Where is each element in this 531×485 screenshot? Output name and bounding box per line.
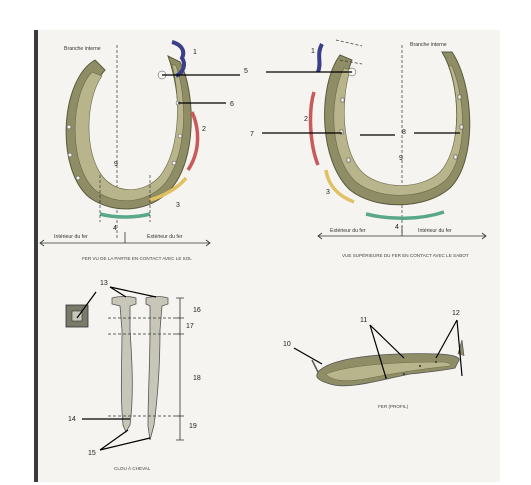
marker-yellow bbox=[149, 176, 188, 202]
leader-13-b bbox=[109, 286, 157, 298]
label-inner: Intérieur du fer bbox=[54, 234, 88, 240]
marker-teal bbox=[365, 210, 445, 221]
callout-9: 9 bbox=[399, 155, 403, 162]
measure-ticks bbox=[176, 297, 184, 441]
callout-19: 19 bbox=[189, 423, 197, 430]
nail-hole bbox=[453, 154, 458, 160]
callout-16: 16 bbox=[193, 307, 201, 314]
horseshoe-hoof-view: Branche interne Extérieur du fer Intérie… bbox=[250, 39, 487, 258]
leader-11-a bbox=[369, 324, 387, 379]
nail-hole bbox=[419, 365, 421, 367]
horseshoe-profile-diagram: FER (PROFIL) 11 12 10 bbox=[283, 310, 465, 409]
callout-4: 4 bbox=[395, 224, 399, 231]
nail-hole bbox=[171, 160, 177, 166]
callout-8: 8 bbox=[402, 129, 406, 136]
nail-hole bbox=[339, 129, 344, 135]
leader-11-b bbox=[369, 324, 405, 359]
caption-ground-view: FER VU DE LA PARTIE EN CONTACT AVEC LE S… bbox=[82, 256, 192, 261]
nail-hole bbox=[177, 133, 183, 139]
leader-13-head bbox=[76, 291, 97, 319]
leader-12-a bbox=[435, 319, 458, 359]
leader-15-a bbox=[99, 429, 129, 451]
marker-navy bbox=[171, 40, 186, 78]
horseshoe-groove bbox=[333, 65, 463, 196]
marker-red bbox=[186, 111, 200, 171]
nail-hole bbox=[403, 373, 405, 375]
marker-red bbox=[308, 91, 320, 166]
callout-12: 12 bbox=[452, 310, 460, 317]
callout-1: 1 bbox=[193, 49, 197, 56]
arrow-heads bbox=[317, 232, 487, 240]
callout-18: 18 bbox=[193, 375, 201, 382]
leader-13-a bbox=[109, 286, 127, 298]
nail-head-center bbox=[71, 310, 83, 322]
caption-hoof-view: VUE SUPÉRIEURE DU FER EN CONTACT AVEC LE… bbox=[342, 252, 469, 258]
callout-11: 11 bbox=[360, 317, 367, 324]
callout-10: 10 bbox=[283, 341, 291, 348]
nail-hole bbox=[67, 152, 73, 158]
arrow-heads bbox=[39, 239, 211, 247]
horseshoe-groove bbox=[74, 63, 184, 202]
nail-hole bbox=[435, 361, 437, 363]
callout-7: 7 bbox=[250, 131, 254, 138]
leader-15-b bbox=[99, 437, 151, 451]
scanned-sheet bbox=[34, 30, 500, 482]
label-branch-interne: Branche interne bbox=[64, 46, 101, 52]
label-outer: Extérieur du fer bbox=[330, 228, 366, 234]
callout-15: 15 bbox=[88, 450, 96, 457]
callout-6: 6 bbox=[230, 101, 234, 108]
bracket-line bbox=[335, 39, 363, 47]
nail-side-view bbox=[111, 296, 137, 433]
marker-navy bbox=[316, 43, 324, 73]
marker-yellow bbox=[324, 169, 355, 204]
nail-hole bbox=[66, 124, 72, 130]
label-branch-interne: Branche interne bbox=[410, 42, 447, 48]
nail-hole bbox=[340, 97, 345, 103]
bracket-line bbox=[339, 59, 363, 65]
horseshoe-ground-view: Branche interne Intérieur du fer Extérie… bbox=[39, 40, 248, 261]
callout-5: 5 bbox=[244, 68, 248, 75]
callout-3: 3 bbox=[326, 189, 330, 196]
nail-hole bbox=[346, 157, 351, 163]
callout-2: 2 bbox=[202, 126, 206, 133]
horseshoe-nail-diagram: CLOU À CHEVAL 13 16 17 18 14 19 15 bbox=[65, 280, 201, 471]
callout-14: 14 bbox=[68, 416, 76, 423]
callout-2: 2 bbox=[304, 116, 308, 123]
leader-12-b bbox=[456, 319, 463, 377]
callout-17: 17 bbox=[186, 323, 194, 330]
callout-3: 3 bbox=[176, 202, 180, 209]
nail-hole bbox=[459, 124, 464, 130]
shoe-toe-clip bbox=[311, 359, 319, 373]
callout-1: 1 bbox=[311, 48, 315, 55]
callout-4: 4 bbox=[113, 225, 117, 232]
nail-front-view bbox=[145, 296, 169, 441]
caption-profile: FER (PROFIL) bbox=[378, 404, 409, 409]
label-inner: Intérieur du fer bbox=[418, 228, 452, 234]
nail-hole bbox=[457, 94, 462, 100]
marker-teal bbox=[99, 212, 151, 219]
callout-13: 13 bbox=[100, 280, 108, 287]
nail-hole bbox=[75, 175, 81, 181]
caption-nail: CLOU À CHEVAL bbox=[114, 465, 151, 471]
label-outer: Extérieur du fer bbox=[147, 234, 183, 240]
leader-10 bbox=[293, 347, 323, 365]
callout-9: 9 bbox=[114, 161, 118, 168]
